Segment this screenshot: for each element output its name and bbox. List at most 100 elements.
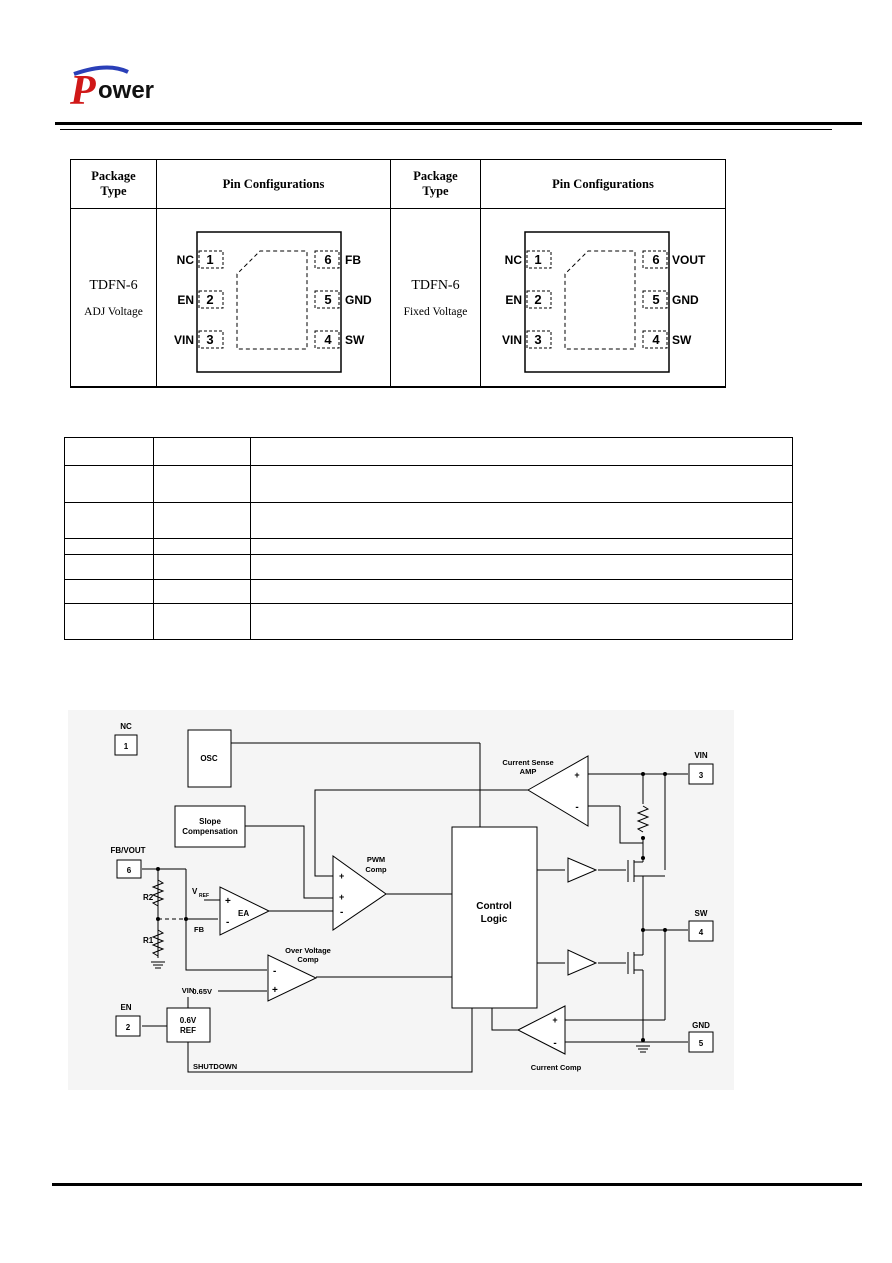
error-amplifier: + - EA V REF bbox=[192, 886, 271, 936]
block-label: OSC bbox=[200, 754, 218, 763]
svg-text:-: - bbox=[575, 802, 578, 813]
pin-name: NC bbox=[505, 253, 523, 267]
pin-name: EN bbox=[505, 293, 522, 307]
package-type-name: TDFN-6 bbox=[411, 278, 460, 293]
vref-label: V bbox=[192, 887, 198, 896]
svg-text:-: - bbox=[553, 1038, 556, 1049]
logo-letters-ower: ower bbox=[98, 77, 154, 104]
header-pin-config-1: Pin Configurations bbox=[157, 160, 390, 209]
pin-number: 2 bbox=[206, 292, 213, 307]
block-label: PWM bbox=[367, 855, 385, 864]
package-type-cell-1: TDFN-6 ADJ Voltage bbox=[71, 209, 156, 387]
pin-number: 4 bbox=[699, 928, 704, 937]
block-label: Comp bbox=[365, 865, 387, 874]
svg-text:+: + bbox=[339, 892, 344, 902]
control-logic-block: Control Logic bbox=[451, 826, 538, 1009]
pinout-drawing-fixed: NC EN VIN 1 2 3 6 5 4 VOUT GND SW bbox=[502, 231, 706, 373]
block-label: 0.6V bbox=[180, 1016, 197, 1025]
pin-label: EN bbox=[120, 1003, 131, 1012]
pin-number: 5 bbox=[324, 292, 331, 307]
resistor-label: R1 bbox=[143, 936, 154, 945]
svg-text:+: + bbox=[272, 985, 278, 996]
pin-number: 6 bbox=[127, 866, 132, 875]
vref-subscript: REF bbox=[199, 893, 209, 899]
package-variant: Fixed Voltage bbox=[403, 306, 468, 318]
pin-en: EN 2 bbox=[115, 1003, 141, 1037]
logo-swoosh bbox=[73, 65, 129, 76]
svg-text:-: - bbox=[273, 966, 276, 977]
osc-block: OSC bbox=[187, 729, 232, 788]
node-label: 0.65V bbox=[192, 987, 212, 996]
table-row bbox=[64, 554, 793, 580]
pin-number: 1 bbox=[206, 252, 213, 267]
package-type-cell-2: TDFN-6 Fixed Voltage bbox=[391, 209, 480, 387]
over-voltage-comparator: - + Over Voltage Comp bbox=[267, 946, 331, 1002]
pin-name: GND bbox=[672, 293, 699, 307]
svg-text:+: + bbox=[225, 896, 231, 907]
pin-number: 3 bbox=[699, 771, 704, 780]
node-label: VIN bbox=[182, 986, 195, 995]
footer-rule bbox=[52, 1183, 862, 1186]
pin-name: SW bbox=[345, 333, 365, 347]
svg-text:-: - bbox=[226, 917, 229, 928]
pin-number: 1 bbox=[534, 252, 541, 267]
pin-label: GND bbox=[692, 1021, 710, 1030]
pin-name: FB bbox=[345, 253, 361, 267]
pin-number: 3 bbox=[206, 332, 213, 347]
block-label: Logic bbox=[481, 914, 508, 925]
pin-number: 2 bbox=[126, 1023, 131, 1032]
pin-number: 4 bbox=[652, 332, 660, 347]
svg-text:-: - bbox=[340, 907, 343, 918]
company-logo: P ower bbox=[68, 64, 188, 114]
pin-number: 3 bbox=[534, 332, 541, 347]
header-pin-config-2: Pin Configurations bbox=[481, 160, 725, 209]
block-label: Control bbox=[476, 901, 512, 912]
pin-vin: VIN 3 bbox=[688, 751, 714, 785]
pin-number: 6 bbox=[324, 252, 331, 267]
table-row bbox=[64, 502, 793, 539]
pin-number: 5 bbox=[652, 292, 659, 307]
block-label: Current Comp bbox=[531, 1063, 582, 1072]
pin-nc: NC 1 bbox=[114, 722, 138, 756]
pinout-drawing-adj: NC EN VIN 1 2 3 6 5 4 FB GND SW bbox=[174, 231, 372, 373]
block-label: Comp bbox=[297, 955, 319, 964]
pin-label: NC bbox=[120, 722, 132, 731]
pin-name: EN bbox=[177, 293, 194, 307]
block-label: EA bbox=[238, 909, 249, 918]
reference-block: 0.6V REF bbox=[166, 1007, 211, 1043]
table-row bbox=[64, 579, 793, 604]
slope-compensation-block: Slope Compensation bbox=[174, 805, 246, 848]
package-variant: ADJ Voltage bbox=[84, 306, 143, 318]
pin-description-table bbox=[64, 437, 793, 640]
table-row bbox=[64, 538, 793, 555]
pin-sw: SW 4 bbox=[688, 909, 714, 942]
pwm-comparator: + + - PWM Comp bbox=[332, 855, 387, 931]
gate-driver-low bbox=[567, 949, 598, 976]
header-rule-thin bbox=[60, 129, 832, 130]
header-rule bbox=[55, 122, 862, 125]
logo-letter-p: P bbox=[69, 68, 96, 110]
svg-text:+: + bbox=[552, 1015, 557, 1025]
block-label: REF bbox=[180, 1026, 196, 1035]
node-label: SHUTDOWN bbox=[193, 1062, 237, 1071]
block-label: Current Sense bbox=[502, 758, 553, 767]
current-comparator: + - Current Comp bbox=[516, 1005, 582, 1072]
pin-name: VIN bbox=[174, 333, 194, 347]
pin-number: 1 bbox=[124, 742, 129, 751]
pin-fb-vout: FB/VOUT 6 bbox=[110, 846, 146, 879]
package-type-name: TDFN-6 bbox=[89, 278, 138, 293]
table-row bbox=[64, 465, 793, 503]
pin-label: FB/VOUT bbox=[110, 846, 145, 855]
svg-text:+: + bbox=[574, 770, 579, 780]
pin-name: NC bbox=[177, 253, 195, 267]
pin-label: SW bbox=[695, 909, 708, 918]
node-label: FB bbox=[194, 925, 205, 934]
pin-gnd: GND 5 bbox=[688, 1021, 714, 1053]
pin-name: VOUT bbox=[672, 253, 706, 267]
block-label: Over Voltage bbox=[285, 946, 331, 955]
pin-name: VIN bbox=[502, 333, 522, 347]
block-diagram: NC 1 FB/VOUT 6 EN 2 VIN 3 SW 4 GND 5 OSC… bbox=[68, 710, 734, 1090]
current-sense-amp: + - Current Sense AMP bbox=[502, 755, 589, 827]
